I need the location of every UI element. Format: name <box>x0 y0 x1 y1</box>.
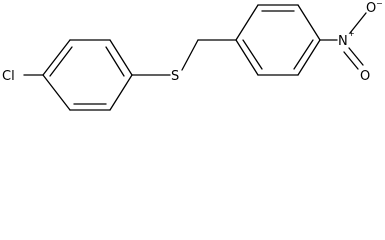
ring2-double-bond-inner-2 <box>293 39 314 70</box>
ring2-bond-bottom-right <box>297 39 321 76</box>
ring2-bond-left-bottom <box>235 39 259 76</box>
ring2-bond-left-top <box>235 4 259 41</box>
ring2-bond-top-right <box>297 4 321 41</box>
ring1-double-bond-inner-1 <box>49 46 73 77</box>
ring1-bond-top-left <box>42 39 71 76</box>
bond-s-ch2 <box>181 39 199 71</box>
ring1-double-bond-inner-2 <box>105 46 125 77</box>
ring1-bond-bottom-left <box>42 74 71 111</box>
bond-n-o-bottom-a <box>348 47 364 66</box>
nitrophenyl-ring <box>235 4 321 76</box>
structure-diagram: Cl S N + O − O <box>2 0 383 111</box>
nitrogen-charge-label: + <box>348 29 355 38</box>
oxygen-top-charge-label: − <box>376 0 383 8</box>
ring1-bond-bottom-right <box>109 74 133 111</box>
chlorophenyl-ring <box>42 39 133 111</box>
chlorine-label: Cl <box>2 69 15 84</box>
ring2-double-bond-inner-3 <box>242 39 263 70</box>
nitrogen-label: N <box>338 34 348 49</box>
sulfur-label: S <box>171 69 179 84</box>
oxygen-bottom-label: O <box>360 69 370 84</box>
oxygen-top-label: O <box>366 1 376 16</box>
bond-n-o-bottom-b <box>343 51 359 70</box>
bond-n-o-top <box>349 12 367 34</box>
ring1-bond-top-right <box>109 39 133 76</box>
